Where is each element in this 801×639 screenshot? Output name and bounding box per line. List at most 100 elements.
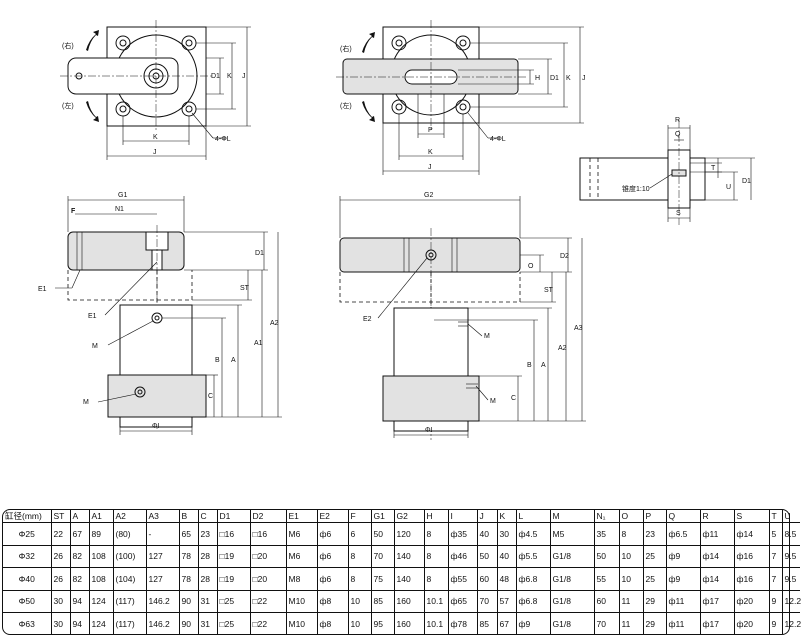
table-cell: 12.2 — [784, 618, 801, 629]
dim-label: G2 — [424, 192, 433, 199]
table-cell: ф11 — [666, 612, 701, 634]
table-cell: (104) — [113, 567, 147, 591]
rotation-arrow-icon — [86, 30, 99, 51]
table-cell: - — [146, 522, 180, 546]
dim-label: U — [726, 184, 731, 191]
top-right-plan-view: H D1 K J P K J 4-ΦL (右) (左) — [336, 20, 586, 175]
table-cell: 10 — [619, 545, 644, 568]
table-cell: 22 — [51, 522, 71, 546]
table-cell: 40 — [497, 545, 517, 568]
table-cell: 5 — [769, 522, 783, 546]
table-cell: 12.2 — [782, 590, 801, 613]
table-cell: ф55 — [448, 567, 478, 591]
dim-label: M — [484, 333, 490, 340]
table-cell: 23 — [643, 522, 667, 546]
table-cell: 8 — [424, 522, 449, 546]
table-cell: 50 — [371, 522, 395, 546]
table-header-cell: K — [497, 510, 517, 523]
dim-label: E1 — [38, 286, 47, 293]
table-cell: 94 — [70, 590, 90, 613]
table-cell: 108 — [89, 545, 114, 568]
table-cell: 60 — [594, 590, 620, 613]
dim-label: 4-ΦL — [215, 136, 231, 143]
bore-cell: Φ25 — [3, 522, 52, 546]
dim-label: P — [428, 127, 433, 134]
table-cell: 25 — [643, 545, 667, 568]
table-cell: 7 — [769, 567, 783, 591]
table-header-cell: S — [734, 510, 770, 523]
table-cell: 11 — [619, 612, 644, 634]
table-cell: G1/8 — [550, 567, 595, 591]
bore-cell: Φ40 — [3, 567, 52, 591]
table-header-cell: 缸径(mm) — [3, 510, 52, 523]
table-cell: 108 — [89, 567, 114, 591]
side-right-view: G2 D2 O ST A3 A2 A B C ΦI E2 M M — [339, 192, 586, 440]
table-cell: 29 — [643, 612, 667, 634]
table-cell: 9 — [769, 590, 783, 613]
table-cell: □22 — [250, 590, 287, 613]
dim-label: D1 — [742, 178, 751, 185]
table-cell: 10 — [619, 567, 644, 591]
dim-label: F — [71, 208, 76, 215]
table-cell: 60 — [477, 567, 498, 591]
table-cell: ф78 — [448, 612, 478, 634]
table-cell: 10.1 — [424, 590, 449, 613]
table-header-cell: P — [643, 510, 667, 523]
table-cell: 31 — [198, 590, 218, 613]
dim-label: A3 — [574, 325, 583, 332]
dim-label: ST — [544, 287, 554, 294]
table-cell: 124 — [89, 590, 114, 613]
table-cell: ф16 — [734, 567, 770, 591]
dim-label: ST — [240, 285, 250, 292]
table-cell: 160 — [394, 612, 425, 634]
table-cell: (80) — [113, 522, 147, 546]
table-cell: G1/8 — [550, 545, 595, 568]
table-cell: ф9 — [666, 545, 701, 568]
top-left-plan-view: D1 K J K J 4-ΦL (右) (左) — [60, 20, 251, 160]
rotation-arrow-icon — [362, 32, 375, 53]
table-cell: M6 — [286, 545, 318, 568]
table-cell: (117) — [113, 590, 147, 613]
table-header-cell: E2 — [317, 510, 349, 523]
table-header-cell: A — [70, 510, 90, 523]
table-cell: 146.2 — [146, 590, 180, 613]
table-cell: ф65 — [448, 590, 478, 613]
table-header-cell: U — [782, 510, 800, 523]
rotation-right-label: (右) — [62, 41, 74, 50]
dim-label: A1 — [254, 340, 263, 347]
table-cell: 8 — [424, 545, 449, 568]
table-cell: 8 — [348, 567, 372, 591]
table-cell: 7 — [769, 545, 783, 568]
table-cell: 127 — [146, 567, 180, 591]
table-cell: 146.2 — [146, 612, 180, 634]
dim-label: ΦI — [425, 427, 433, 434]
table-cell: M8 — [286, 567, 318, 591]
table-cell: 85 — [477, 612, 498, 634]
table-cell: ф14 — [734, 522, 770, 546]
table-header-cell: E1 — [286, 510, 318, 523]
dim-label: D1 — [550, 75, 559, 82]
table-cell: ф14 — [700, 567, 735, 591]
table-cell: □16 — [250, 522, 287, 546]
table-cell: 9.5 — [782, 545, 800, 568]
table-cell: 30 — [51, 590, 71, 613]
dim-label: M — [490, 398, 496, 405]
table-cell: □16 — [217, 522, 251, 546]
taper-label: 锥度1:10 — [622, 184, 650, 193]
table-cell: ф14 — [700, 545, 735, 568]
table-cell: 90 — [179, 612, 199, 634]
table-cell: 8.5 — [782, 522, 800, 546]
table-header-cell: B — [179, 510, 199, 523]
table-cell: 50 — [594, 545, 620, 568]
table-header-cell: D2 — [250, 510, 287, 523]
table-header-cell: Q — [666, 510, 701, 523]
table-header-cell: C — [198, 510, 218, 523]
table-cell: 8 — [424, 567, 449, 591]
table-cell: G1/8 — [550, 590, 595, 613]
table-cell: 48 — [497, 567, 517, 591]
dim-label: K — [227, 73, 232, 80]
dim-label: J — [242, 73, 246, 80]
dim-label: A2 — [270, 320, 279, 327]
